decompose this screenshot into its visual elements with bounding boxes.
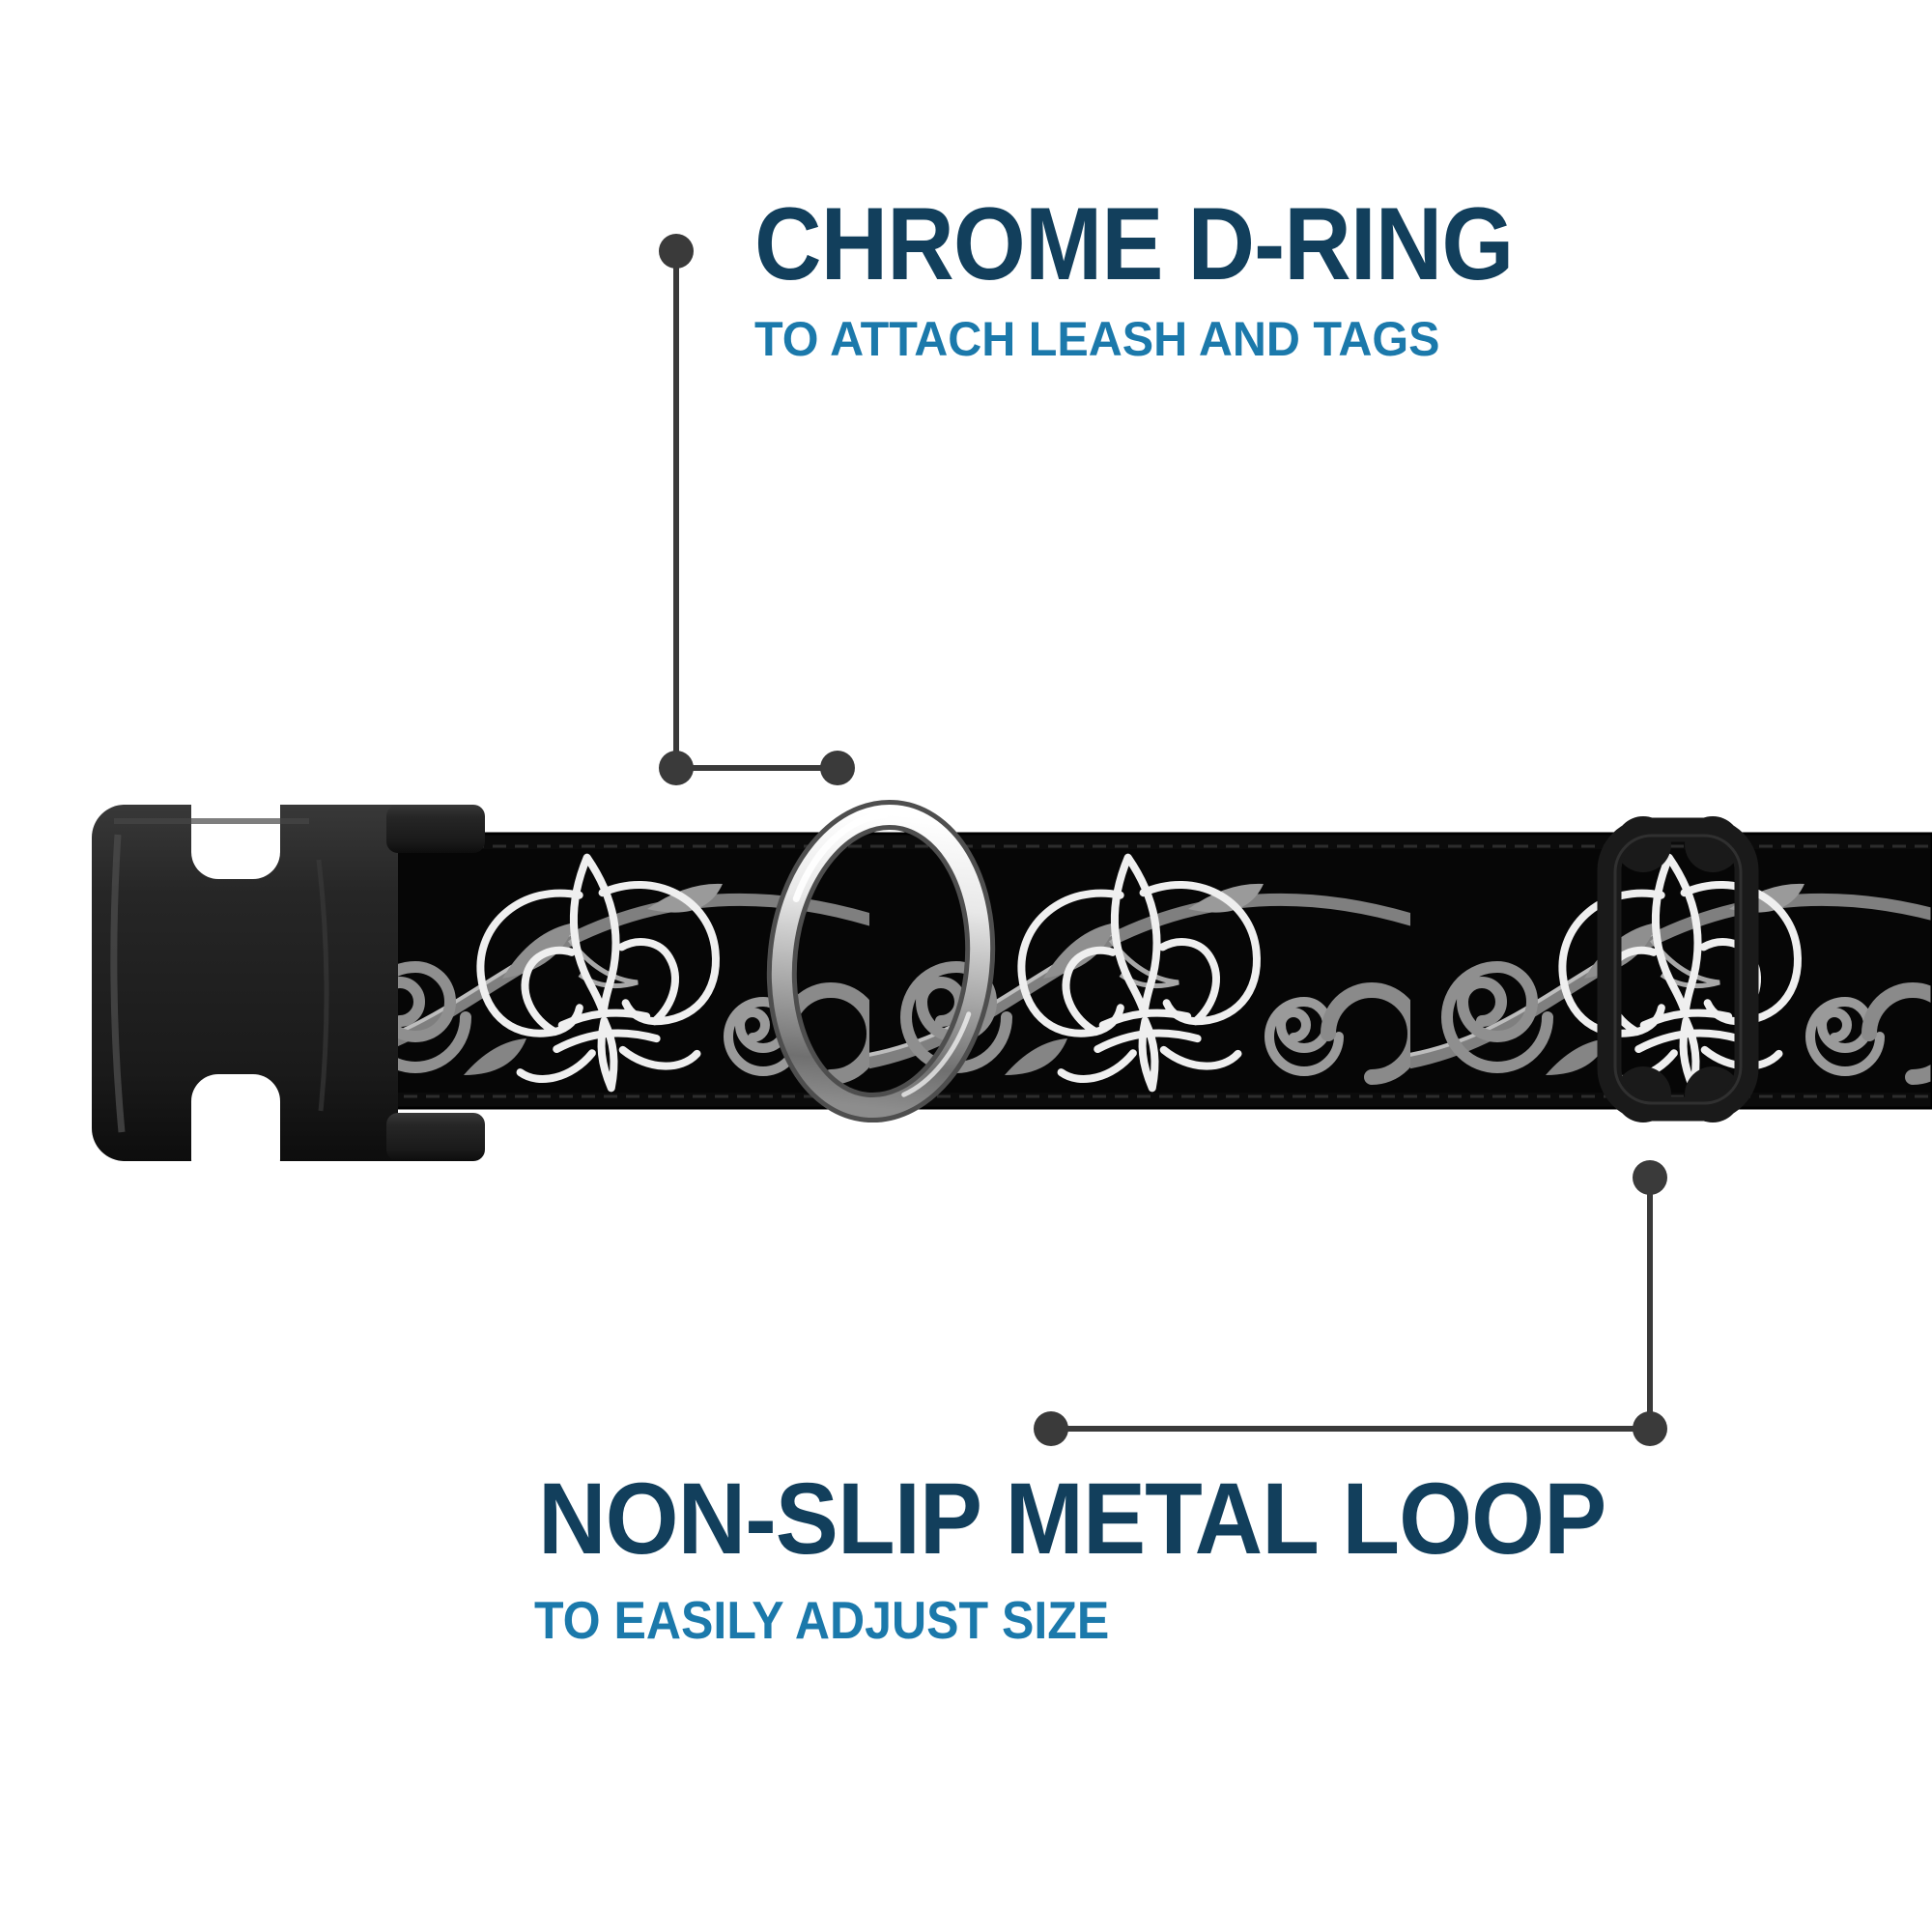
collar-graphic (92, 792, 1932, 1186)
callout-dot (1034, 1411, 1068, 1446)
d-ring-title: CHROME D-RING (754, 185, 1514, 301)
metal-loop-subtitle: TO EASILY ADJUST SIZE (534, 1590, 1110, 1650)
callout-leader-line (1647, 1178, 1653, 1429)
callout-leader-line (673, 251, 679, 768)
d-ring-subtitle: TO ATTACH LEASH AND TAGS (754, 312, 1440, 366)
buckle-graphic (92, 792, 485, 1186)
metal-loop-title: NON-SLIP METAL LOOP (538, 1463, 1606, 1576)
callout-leader-line (676, 765, 838, 771)
slider-graphic (1597, 803, 1759, 1136)
callout-leader-line (1051, 1426, 1650, 1432)
d-ring-graphic (766, 799, 996, 1123)
callout-dot (820, 751, 855, 785)
strap-graphic (380, 832, 1932, 1110)
